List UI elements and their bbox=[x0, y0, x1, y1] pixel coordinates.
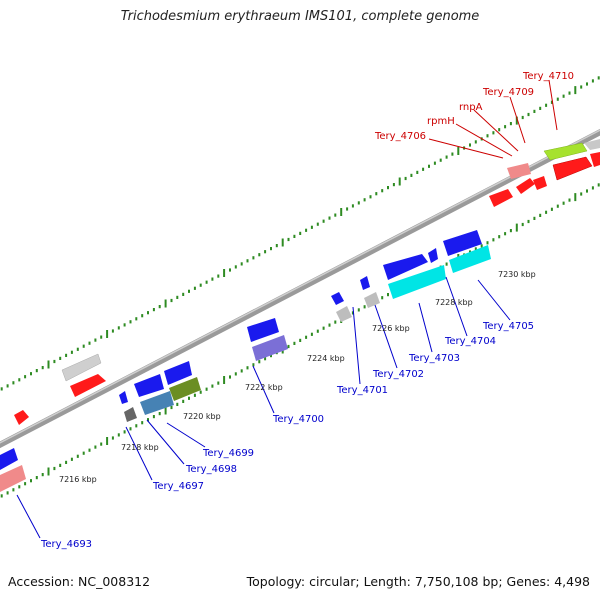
gene-arrow[interactable] bbox=[388, 265, 446, 299]
leader-line bbox=[16, 494, 41, 539]
leader-line bbox=[455, 123, 513, 157]
gene-label[interactable]: Tery_4701 bbox=[336, 385, 388, 396]
leader-line bbox=[252, 365, 275, 414]
gene-arrow[interactable] bbox=[543, 142, 588, 161]
gene-arrow[interactable] bbox=[70, 374, 106, 397]
gene-arrow[interactable] bbox=[134, 374, 164, 397]
gene-label[interactable]: rpmH bbox=[427, 116, 455, 127]
leader-line bbox=[352, 306, 361, 385]
gene-arrow[interactable] bbox=[164, 361, 192, 385]
leader-line bbox=[418, 302, 433, 353]
scale-label: 7228 kbp bbox=[435, 298, 473, 307]
scale-label: 7222 kbp bbox=[245, 383, 283, 392]
gene-arrow[interactable] bbox=[169, 377, 201, 401]
gene-label[interactable]: Tery_4710 bbox=[522, 71, 574, 82]
gene-arrow[interactable] bbox=[533, 176, 547, 190]
gene-label[interactable]: Tery_4702 bbox=[372, 369, 424, 380]
gene-arrow[interactable] bbox=[516, 178, 535, 194]
gene-arrow[interactable] bbox=[383, 254, 428, 280]
leader-line bbox=[374, 304, 398, 369]
gene-labels-bottom: Tery_4693 Tery_4697 Tery_4698 Tery_4699 … bbox=[40, 321, 534, 550]
leader-line bbox=[428, 138, 504, 159]
gene-arrow[interactable] bbox=[364, 292, 380, 308]
gene-label[interactable]: Tery_4693 bbox=[40, 539, 92, 550]
gene-arrow[interactable] bbox=[140, 391, 174, 415]
gene-arrow[interactable] bbox=[0, 448, 18, 470]
map-title: Trichodesmium erythraeum IMS101, complet… bbox=[120, 9, 480, 24]
genome-backbone-highlight bbox=[0, 129, 600, 444]
gene-label[interactable]: rnpA bbox=[459, 102, 483, 113]
gene-label[interactable]: Tery_4699 bbox=[202, 448, 254, 459]
leader-line bbox=[146, 419, 185, 465]
leader-line bbox=[473, 109, 519, 152]
gene-label[interactable]: Tery_4697 bbox=[152, 481, 204, 492]
lower-strand-genes bbox=[0, 230, 491, 492]
scale-labels: 7216 kbp 7218 kbp 7220 kbp 7222 kbp 7224… bbox=[59, 270, 536, 484]
gene-arrow[interactable] bbox=[443, 230, 482, 256]
gene-label[interactable]: Tery_4700 bbox=[272, 414, 324, 425]
gene-arrow[interactable] bbox=[507, 163, 531, 179]
gene-label[interactable]: Tery_4704 bbox=[444, 336, 496, 347]
gene-arrow[interactable] bbox=[449, 245, 491, 273]
scale-label: 7218 kbp bbox=[121, 443, 159, 452]
gene-arrow[interactable] bbox=[14, 410, 29, 425]
gene-arrow[interactable] bbox=[552, 156, 593, 181]
upper-strand-genes bbox=[14, 139, 600, 425]
scale-label: 7226 kbp bbox=[372, 324, 410, 333]
gene-arrow[interactable] bbox=[489, 189, 513, 207]
genome-summary-text: Topology: circular; Length: 7,750,108 bp… bbox=[246, 574, 590, 589]
gene-arrow[interactable] bbox=[590, 152, 600, 167]
gene-label[interactable]: Tery_4705 bbox=[482, 321, 534, 332]
gene-arrow[interactable] bbox=[584, 139, 600, 150]
gene-arrow[interactable] bbox=[331, 292, 344, 305]
gene-arrow[interactable] bbox=[360, 276, 370, 290]
gene-label[interactable]: Tery_4709 bbox=[482, 87, 534, 98]
scale-label: 7220 kbp bbox=[183, 412, 221, 421]
leader-line bbox=[477, 279, 511, 321]
gene-arrow[interactable] bbox=[0, 465, 26, 492]
genome-backbone bbox=[0, 128, 600, 449]
leader-line bbox=[125, 426, 153, 481]
gene-arrow[interactable] bbox=[119, 391, 128, 404]
leader-line bbox=[445, 276, 468, 337]
accession-text: Accession: NC_008312 bbox=[8, 574, 151, 589]
scale-label: 7224 kbp bbox=[307, 354, 345, 363]
leader-line bbox=[548, 79, 558, 131]
gene-arrow[interactable] bbox=[247, 318, 279, 342]
leader-line bbox=[166, 422, 206, 448]
gene-labels-top: Tery_4706 rpmH rnpA Tery_4709 Tery_4710 bbox=[374, 71, 574, 142]
scale-label: 7230 kbp bbox=[498, 270, 536, 279]
gene-arrow[interactable] bbox=[252, 335, 288, 361]
gene-arrow[interactable] bbox=[336, 306, 352, 322]
leader-line bbox=[509, 96, 526, 144]
gene-arrow[interactable] bbox=[124, 407, 137, 422]
gene-arrow[interactable] bbox=[428, 248, 438, 263]
gene-label[interactable]: Tery_4703 bbox=[408, 353, 460, 364]
gene-label[interactable]: Tery_4698 bbox=[185, 464, 237, 475]
gene-label[interactable]: Tery_4706 bbox=[374, 131, 426, 142]
label-leaders bbox=[16, 79, 558, 539]
scale-label: 7216 kbp bbox=[59, 475, 97, 484]
gene-arrow[interactable] bbox=[61, 353, 102, 382]
